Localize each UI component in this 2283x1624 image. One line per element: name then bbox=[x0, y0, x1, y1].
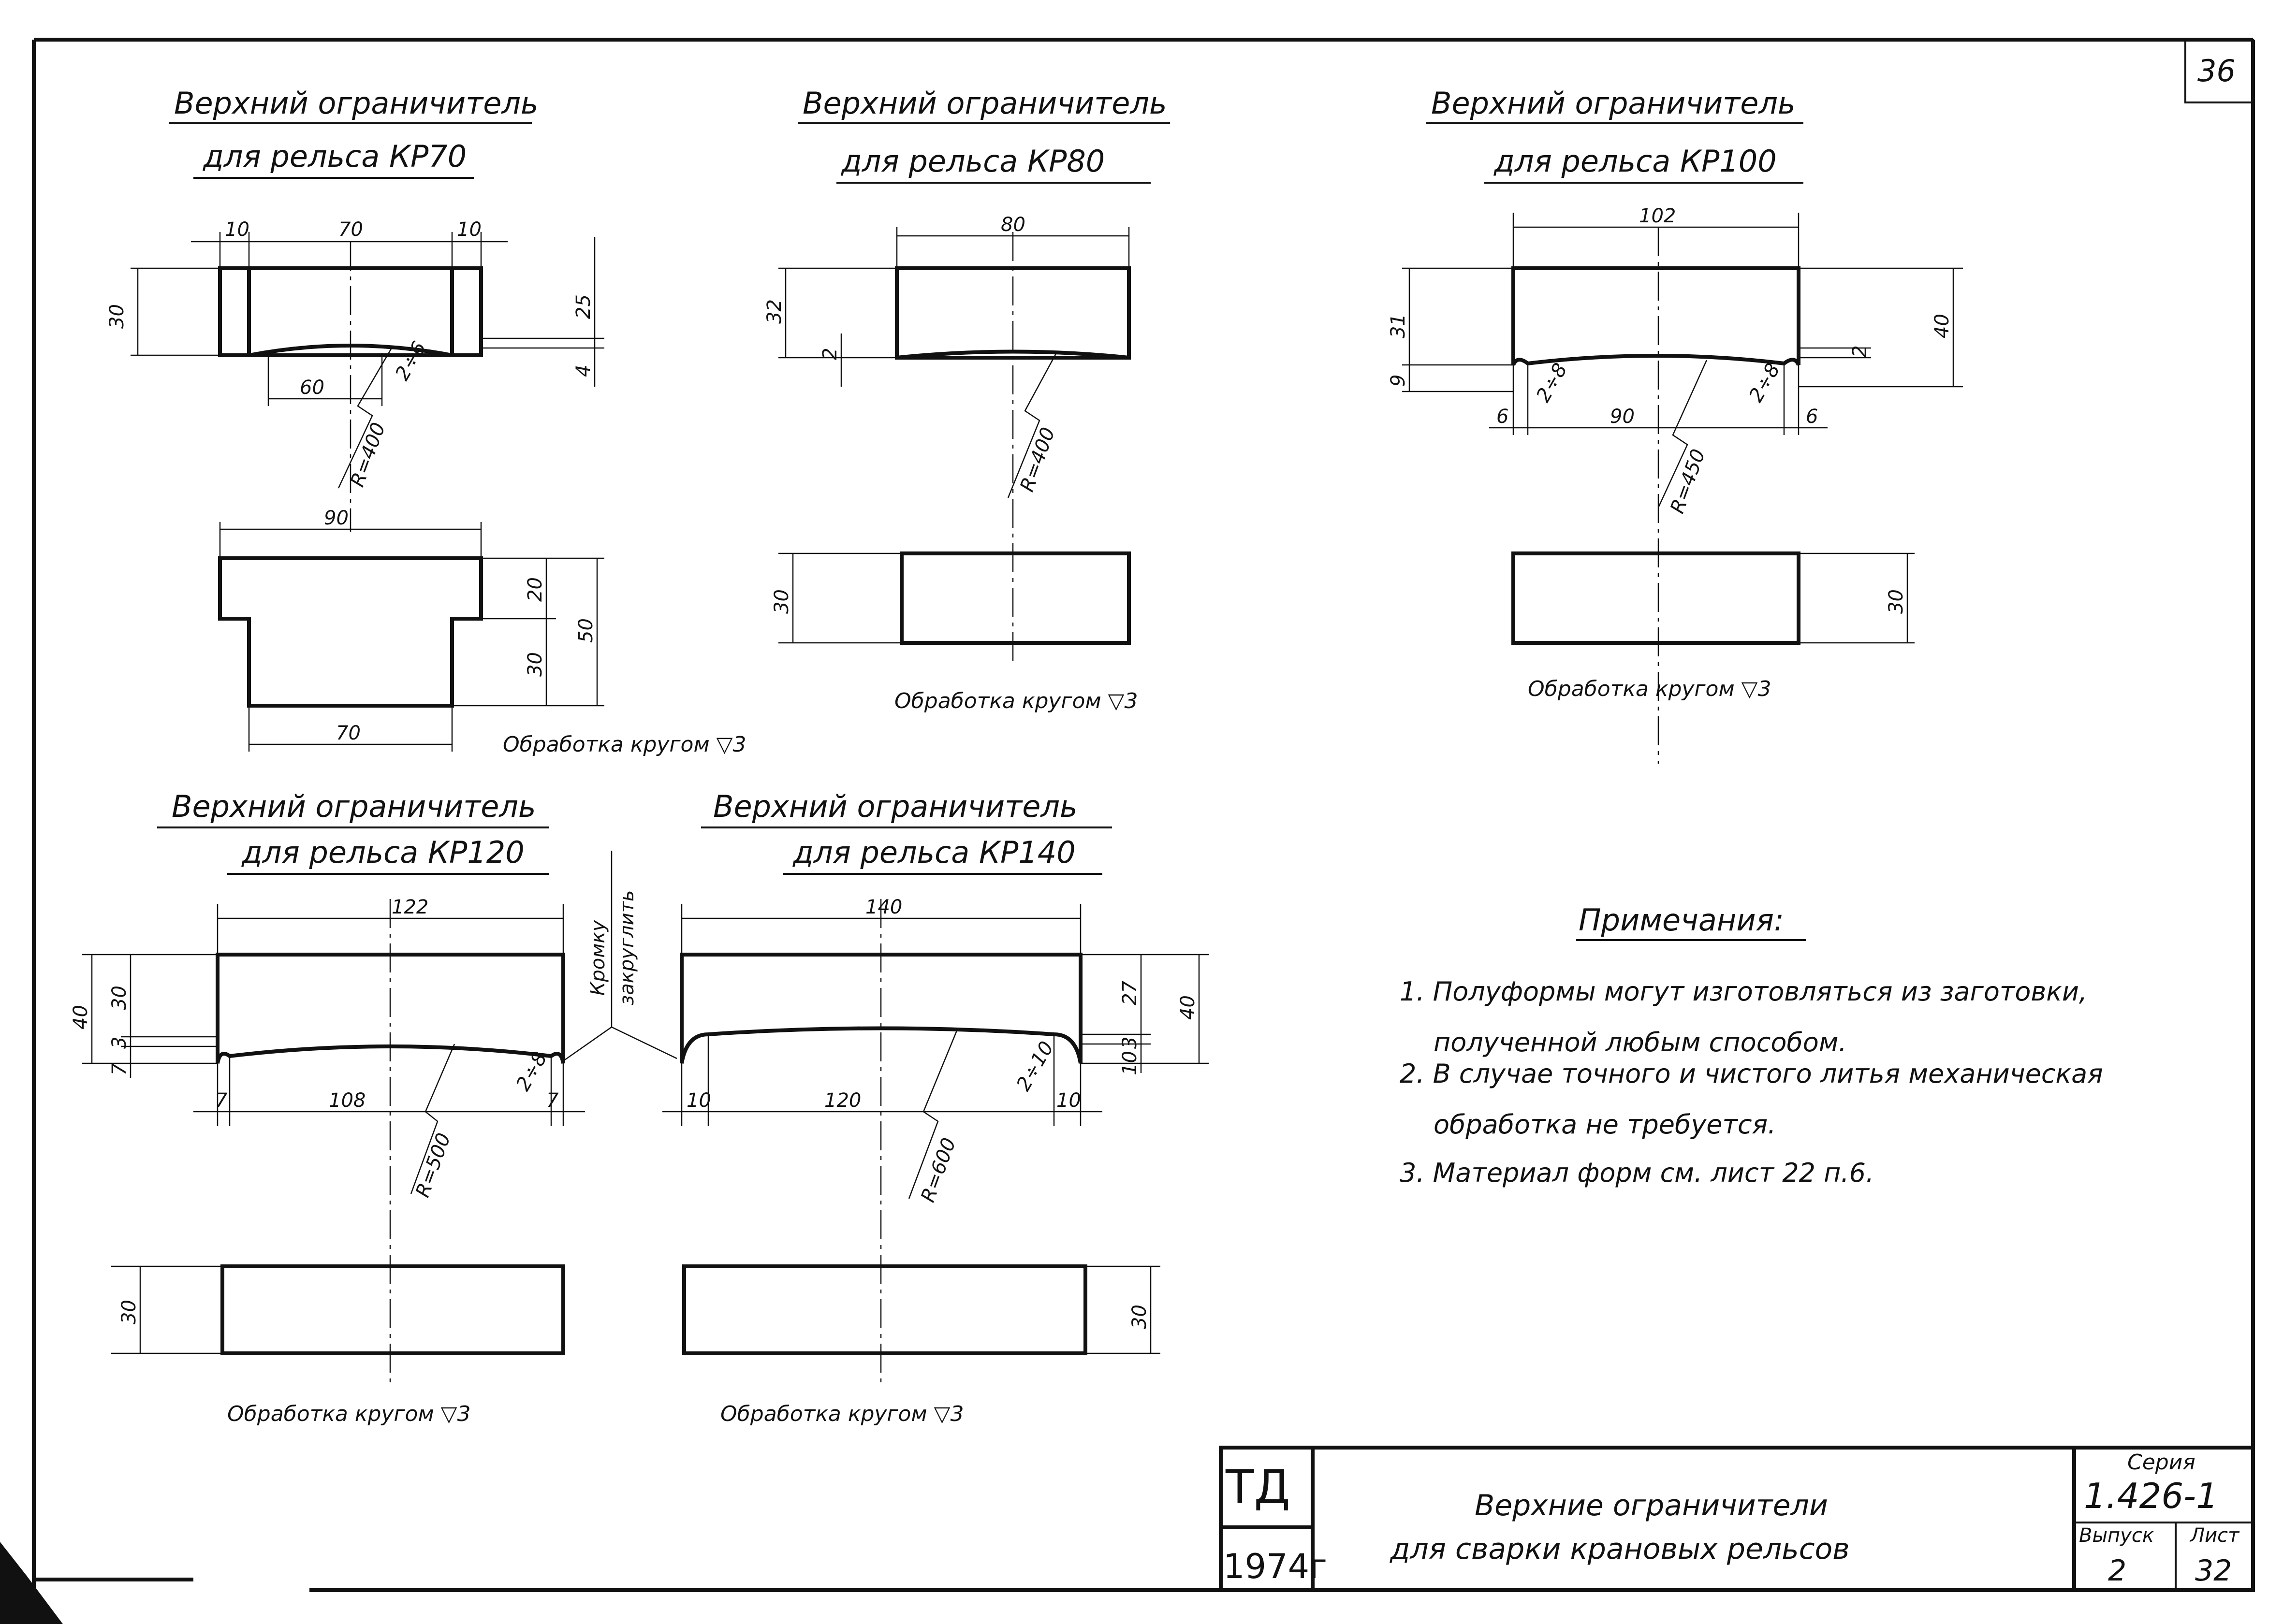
kr80-dim-width: 80 bbox=[1001, 214, 1025, 236]
kr140-dim-h-lower: 10 bbox=[1119, 1051, 1141, 1075]
part-kr70: Верхний ограничитель для рельса КР70 10 … bbox=[106, 86, 746, 757]
kr100-dim-h-total: 40 bbox=[1931, 314, 1953, 338]
kr100-dim-fillet-right: 2÷8 bbox=[1745, 360, 1785, 406]
edge-note-line1: Кромку bbox=[587, 919, 609, 996]
kr140-dim-h-upper: 27 bbox=[1119, 981, 1141, 1005]
title-block-sheet-value: 32 bbox=[2195, 1554, 2232, 1588]
title-block-issue-value: 2 bbox=[2108, 1554, 2126, 1588]
kr100-dim-mid: 90 bbox=[1610, 406, 1635, 428]
notes-heading: Примечания: bbox=[1579, 902, 1784, 938]
kr70-title-line1: Верхний ограничитель bbox=[174, 86, 539, 121]
kr100-dim-left: 6 bbox=[1496, 406, 1508, 428]
kr120-dim-h-total: 40 bbox=[70, 1005, 92, 1030]
kr120-title-line2: для рельса КР120 bbox=[241, 835, 525, 870]
kr120-dim-h-lower: 7 bbox=[108, 1063, 131, 1075]
edge-note-line2: закруглить bbox=[616, 890, 638, 1005]
kr80-title-line2: для рельса КР80 bbox=[841, 144, 1105, 179]
kr100-dim-width: 102 bbox=[1639, 205, 1676, 227]
kr100-dim-sag: 2 bbox=[1849, 346, 1871, 358]
kr70-dim-h-lower: 4 bbox=[572, 365, 595, 377]
kr70-dim-w-right: 10 bbox=[457, 218, 482, 241]
kr70-title-line2: для рельса КР70 bbox=[203, 139, 467, 174]
kr140-dim-h-mid: 3 bbox=[1119, 1037, 1141, 1049]
kr100-dim-right: 6 bbox=[1806, 406, 1818, 428]
kr120-dim-right: 7 bbox=[546, 1089, 559, 1112]
kr100-title-line1: Верхний ограничитель bbox=[1431, 86, 1796, 121]
part-kr80: Верхний ограничитель для рельса КР80 80 … bbox=[763, 86, 1170, 713]
kr120-dim-width: 122 bbox=[392, 896, 428, 918]
kr70-bottom-width: 70 bbox=[336, 722, 361, 744]
kr70-dim-chord: 60 bbox=[300, 377, 324, 399]
kr70-bottom-h-upper: 20 bbox=[524, 577, 546, 602]
kr70-dim-w-left: 10 bbox=[225, 218, 249, 241]
part-kr100: Верхний ограничитель для рельса КР100 10… bbox=[1387, 86, 1963, 764]
kr140-title-line1: Верхний ограничитель bbox=[713, 789, 1078, 824]
kr100-dim-h-upper: 31 bbox=[1387, 314, 1409, 338]
title-block-series-label: Серия bbox=[2127, 1450, 2195, 1475]
kr100-dim-radius: R=450 bbox=[1666, 446, 1710, 516]
kr140-dim-radius: R=600 bbox=[917, 1135, 960, 1205]
title-block-sheet-label: Лист bbox=[2189, 1524, 2240, 1547]
kr70-dim-h-total: 30 bbox=[106, 304, 128, 329]
kr140-dim-width: 140 bbox=[865, 896, 902, 918]
note-line-4: обработка не требуется. bbox=[1434, 1109, 1776, 1140]
kr80-dim-sag: 2 bbox=[819, 348, 841, 360]
kr120-bottom-height: 30 bbox=[118, 1300, 140, 1324]
kr100-dim-fillet-left: 2÷8 bbox=[1532, 360, 1572, 406]
note-line-2: полученной любым способом. bbox=[1434, 1027, 1847, 1058]
kr70-machining: Обработка кругом ▽3 bbox=[503, 732, 746, 757]
sheet-number-box: 36 bbox=[2184, 39, 2254, 103]
kr80-title-line1: Верхний ограничитель bbox=[803, 86, 1167, 121]
kr120-dim-left: 7 bbox=[215, 1089, 228, 1112]
kr80-machining: Обработка кругом ▽3 bbox=[894, 689, 1138, 713]
kr140-machining: Обработка кругом ▽3 bbox=[720, 1402, 964, 1426]
note-line-5: 3. Материал форм см. лист 22 п.6. bbox=[1400, 1158, 1874, 1188]
part-kr120: Верхний ограничитель для рельса КР120 12… bbox=[70, 789, 585, 1426]
note-line-3: 2. В случае точного и чистого литья меха… bbox=[1400, 1058, 2103, 1089]
kr70-dim-fillet: 2÷6 bbox=[391, 338, 431, 384]
title-block-title-line1: Верхние ограничители bbox=[1475, 1489, 1828, 1522]
sheet-number: 36 bbox=[2197, 53, 2236, 88]
kr70-dim-w-mid: 70 bbox=[338, 218, 363, 241]
edge-note: Кромку закруглить bbox=[563, 851, 677, 1062]
title-block-year: 1974г bbox=[1223, 1547, 1327, 1586]
kr70-bottom-top-width: 90 bbox=[324, 507, 349, 529]
kr80-dim-radius: R=400 bbox=[1016, 424, 1059, 494]
scan-shadow bbox=[0, 1542, 63, 1624]
title-block: ТД 1974г Верхние ограничители для сварки… bbox=[1219, 1446, 2255, 1592]
kr140-dim-mid: 120 bbox=[824, 1089, 861, 1112]
kr120-dim-radius: R=500 bbox=[411, 1130, 455, 1200]
kr140-dim-h-total: 40 bbox=[1177, 995, 1199, 1020]
kr140-title-line2: для рельса КР140 bbox=[792, 835, 1076, 870]
kr100-dim-h-lower: 9 bbox=[1387, 375, 1409, 387]
kr140-dim-right: 10 bbox=[1056, 1089, 1081, 1112]
kr120-machining: Обработка кругом ▽3 bbox=[227, 1402, 470, 1426]
kr70-dim-h-upper: 25 bbox=[572, 294, 595, 319]
kr120-dim-h-upper: 30 bbox=[108, 986, 131, 1010]
kr140-bottom-height: 30 bbox=[1128, 1305, 1151, 1329]
title-block-series-value: 1.426-1 bbox=[2084, 1476, 2218, 1516]
sheet-frame bbox=[0, 38, 2255, 1624]
title-block-issue-label: Выпуск bbox=[2079, 1524, 2154, 1547]
notes: Примечания: 1. Полуформы могут изготовля… bbox=[1400, 902, 2103, 1188]
title-block-title-line2: для сварки крановых рельсов bbox=[1390, 1532, 1850, 1566]
kr70-bottom-h-total: 50 bbox=[575, 618, 597, 643]
kr70-bottom-h-lower: 30 bbox=[524, 652, 546, 677]
kr70-dim-radius: R=400 bbox=[346, 420, 390, 490]
kr140-dim-fillet: 2÷10 bbox=[1012, 1038, 1058, 1095]
kr120-dim-h-mid: 3 bbox=[108, 1037, 131, 1049]
kr120-dim-mid: 108 bbox=[329, 1089, 366, 1112]
part-kr140: Верхний ограничитель для рельса КР140 14… bbox=[662, 789, 1209, 1426]
title-block-org: ТД bbox=[1225, 1460, 1290, 1514]
kr80-dim-height: 32 bbox=[763, 299, 786, 324]
kr120-title-line1: Верхний ограничитель bbox=[172, 789, 536, 824]
kr100-title-line2: для рельса КР100 bbox=[1493, 144, 1777, 179]
kr140-dim-left: 10 bbox=[687, 1089, 711, 1112]
kr100-bottom-height: 30 bbox=[1885, 589, 1907, 614]
kr100-machining: Обработка кругом ▽3 bbox=[1528, 677, 1771, 701]
note-line-1: 1. Полуформы могут изготовляться из заго… bbox=[1400, 976, 2087, 1007]
kr80-bottom-height: 30 bbox=[771, 589, 793, 614]
